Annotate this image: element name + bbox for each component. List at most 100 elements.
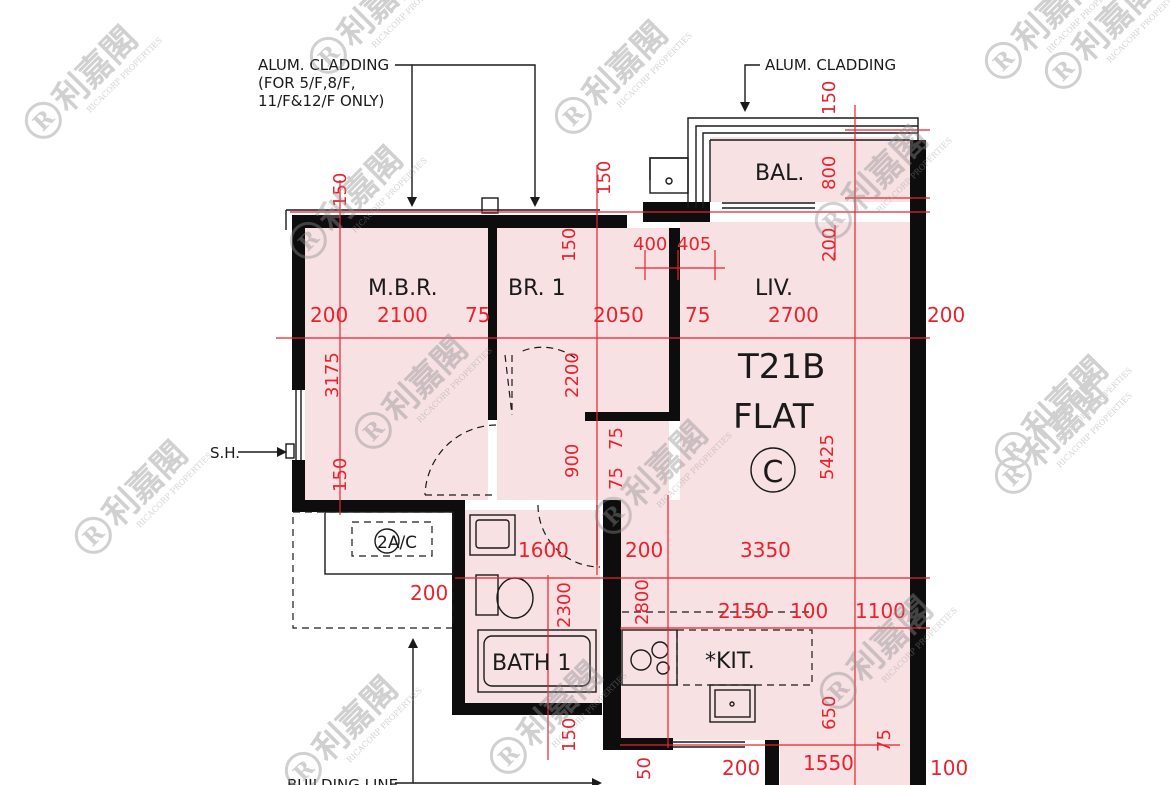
fill-mbr bbox=[305, 228, 488, 500]
svg-text:2050: 2050 bbox=[593, 303, 644, 327]
svg-text:2150: 2150 bbox=[718, 599, 769, 623]
fill-bath bbox=[465, 510, 600, 705]
cladding-left-line1: ALUM. CLADDING bbox=[258, 56, 389, 74]
wall-top-left bbox=[292, 215, 627, 228]
svg-text:75: 75 bbox=[465, 303, 490, 327]
svg-text:200: 200 bbox=[927, 303, 965, 327]
svg-text:405: 405 bbox=[677, 234, 711, 255]
svg-text:200: 200 bbox=[819, 228, 840, 262]
svg-text:75: 75 bbox=[606, 467, 627, 490]
cladding-left-line3: 11/F&12/F ONLY) bbox=[258, 92, 384, 110]
watermark-logo-icon bbox=[1044, 51, 1082, 89]
svg-text:2200: 2200 bbox=[562, 352, 583, 398]
svg-text:150: 150 bbox=[559, 718, 580, 752]
svg-text:200: 200 bbox=[310, 303, 348, 327]
svg-text:100: 100 bbox=[930, 756, 968, 780]
ac-label: 2A/C bbox=[377, 533, 417, 553]
flat-word: FLAT bbox=[733, 397, 814, 437]
svg-text:5425: 5425 bbox=[817, 434, 838, 480]
watermark-logo-icon bbox=[309, 36, 347, 74]
room-mbr: M.B.R. bbox=[368, 276, 438, 301]
dimension-texts: 150 150 150 800 200 400 405 150 200 2100… bbox=[310, 81, 968, 780]
svg-text:2100: 2100 bbox=[377, 303, 428, 327]
wall-bath-left bbox=[452, 500, 465, 715]
svg-text:100: 100 bbox=[790, 599, 828, 623]
room-br1: BR. 1 bbox=[508, 276, 566, 301]
leaders bbox=[238, 64, 760, 785]
watermark-logo-icon bbox=[594, 496, 632, 534]
watermark-logo-icon bbox=[994, 431, 1032, 469]
fill-liv bbox=[680, 222, 910, 617]
wall-bottom-stub bbox=[765, 740, 779, 785]
dimension-lines bbox=[276, 105, 930, 785]
fill-dining bbox=[620, 500, 680, 617]
cladding-right: ALUM. CLADDING bbox=[765, 56, 896, 74]
building-line-label: BUILDING LINE bbox=[287, 776, 398, 785]
svg-text:3350: 3350 bbox=[740, 538, 791, 562]
labels: ALUM. CLADDING (FOR 5/F,8/F, 11/F&12/F O… bbox=[210, 56, 896, 785]
room-kit: *KIT. bbox=[705, 649, 755, 674]
wall-kit-bottom bbox=[603, 738, 673, 750]
room-bal: BAL. bbox=[755, 161, 804, 186]
svg-text:3175: 3175 bbox=[322, 352, 343, 398]
wall-bath-bottom bbox=[452, 703, 602, 715]
svg-text:1100: 1100 bbox=[855, 599, 906, 623]
watermark-logo-icon bbox=[814, 201, 852, 239]
svg-text:2800: 2800 bbox=[632, 579, 653, 625]
wall-br1-right bbox=[669, 228, 680, 420]
sh-label: S.H. bbox=[210, 444, 240, 462]
svg-text:900: 900 bbox=[562, 444, 583, 478]
svg-text:150: 150 bbox=[594, 161, 615, 195]
svg-text:2700: 2700 bbox=[768, 303, 819, 327]
svg-text:150: 150 bbox=[559, 228, 580, 262]
fill-bottom bbox=[780, 740, 910, 785]
room-liv: LIV. bbox=[755, 276, 793, 301]
room-bath: BATH 1 bbox=[492, 651, 571, 676]
svg-text:2300: 2300 bbox=[554, 582, 575, 628]
fill-br1 bbox=[497, 228, 669, 415]
svg-text:200: 200 bbox=[410, 581, 448, 605]
basin-icon bbox=[469, 514, 516, 556]
watermark-logo-icon bbox=[554, 96, 592, 134]
fill-hall bbox=[497, 415, 669, 500]
room-fills bbox=[305, 137, 910, 785]
svg-text:200: 200 bbox=[625, 538, 663, 562]
svg-text:75: 75 bbox=[606, 427, 627, 450]
windows bbox=[285, 117, 919, 748]
wall-right bbox=[910, 140, 926, 785]
fixtures bbox=[285, 443, 813, 723]
svg-text:200: 200 bbox=[722, 756, 760, 780]
svg-text:150: 150 bbox=[330, 173, 351, 207]
cladding-left-line2: (FOR 5/F,8/F, bbox=[258, 74, 355, 92]
wall-left-lower bbox=[292, 460, 305, 510]
svg-text:75: 75 bbox=[874, 729, 895, 752]
watermark-logo-icon bbox=[74, 516, 112, 554]
flat-letter: C bbox=[763, 455, 784, 490]
watermark-logo-icon bbox=[354, 411, 392, 449]
watermark-logo-icon bbox=[489, 736, 527, 774]
wall-left bbox=[292, 215, 305, 390]
svg-text:150: 150 bbox=[330, 458, 351, 492]
svg-text:650: 650 bbox=[819, 696, 840, 730]
svg-text:1600: 1600 bbox=[518, 538, 569, 562]
bathtub-icon bbox=[477, 629, 597, 693]
wall-bath-right bbox=[603, 500, 621, 750]
ac-outline bbox=[292, 511, 454, 629]
doors bbox=[424, 346, 601, 568]
wall-br1-bottom bbox=[585, 412, 680, 421]
watermark-logo-icon bbox=[984, 41, 1022, 79]
svg-text:400: 400 bbox=[633, 234, 667, 255]
svg-text:75: 75 bbox=[685, 303, 710, 327]
watermark-logo-icon bbox=[819, 671, 857, 709]
svg-text:800: 800 bbox=[819, 156, 840, 190]
watermark-logo-icon bbox=[284, 751, 322, 785]
wall-mbr-br1 bbox=[488, 228, 497, 420]
watermark-logo-icon bbox=[994, 456, 1032, 494]
watermark-logo-icon bbox=[24, 101, 62, 139]
svg-text:150: 150 bbox=[819, 81, 840, 115]
